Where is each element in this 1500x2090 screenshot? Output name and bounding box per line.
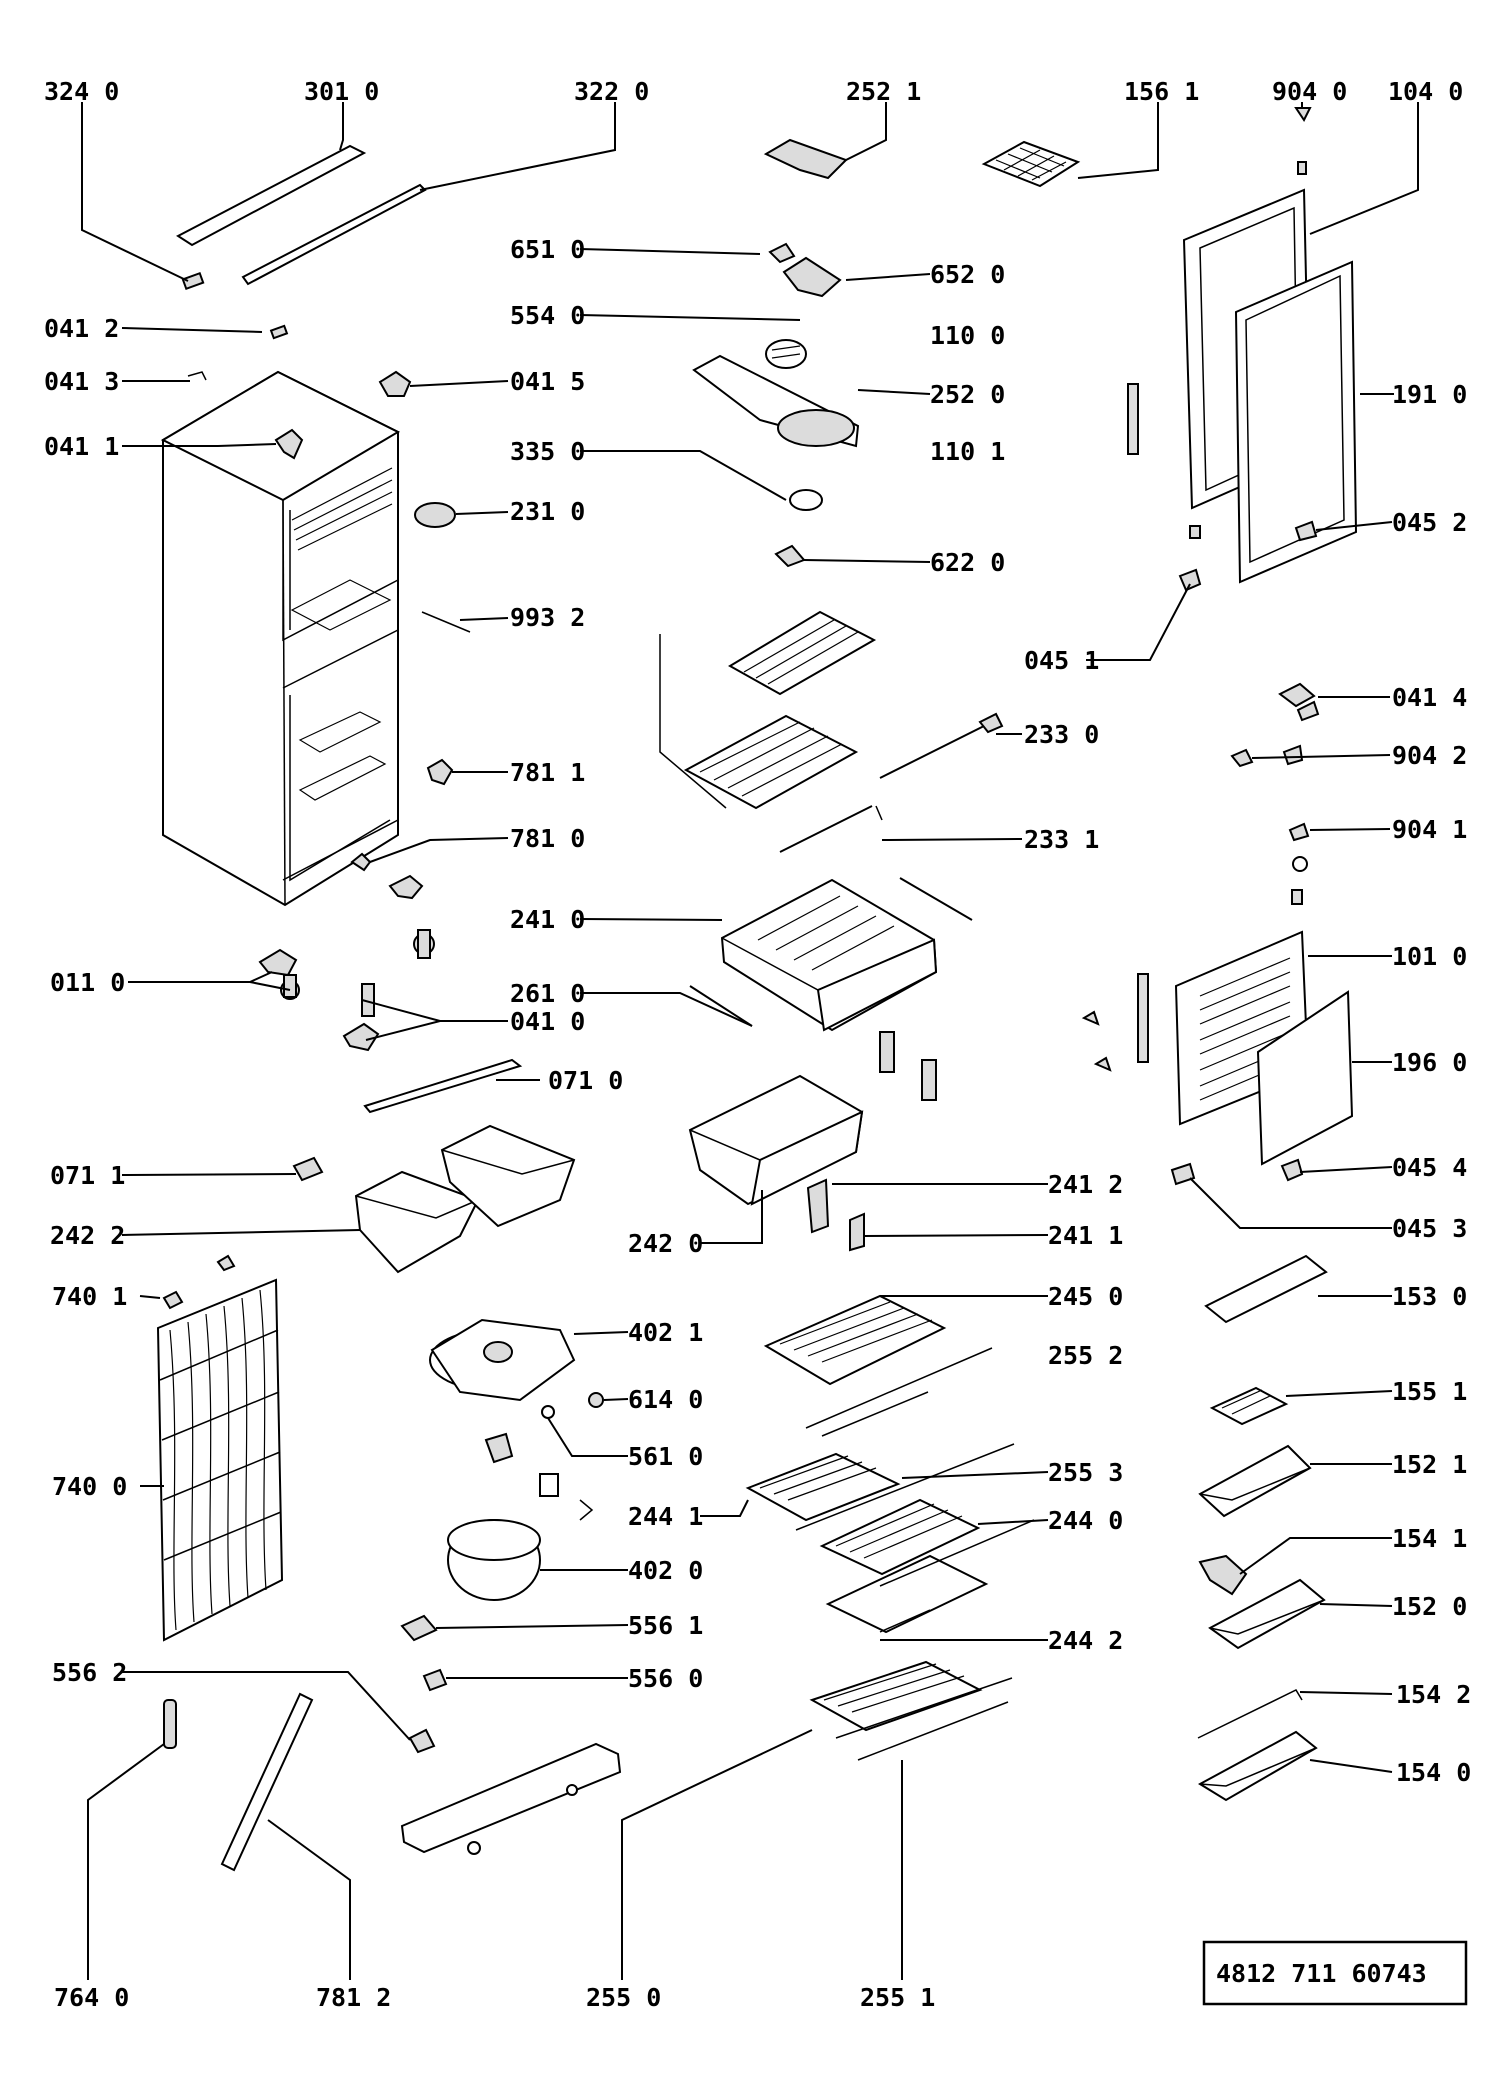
crisper-drawers xyxy=(292,1124,576,1274)
label-3240: 324 0 xyxy=(44,77,119,106)
label-1551: 155 1 xyxy=(1392,1377,1467,1406)
fridge-door xyxy=(1081,700,1354,1186)
cabinet-body xyxy=(160,370,401,907)
label-5540: 554 0 xyxy=(510,301,585,330)
label-1530: 153 0 xyxy=(1392,1282,1467,1311)
label-9042: 904 2 xyxy=(1392,741,1467,770)
fan-compressor-parts xyxy=(400,1318,622,1855)
label-0710: 071 0 xyxy=(548,1066,623,1095)
label-1561: 156 1 xyxy=(1124,77,1199,106)
label-9040: 904 0 xyxy=(1272,77,1347,106)
label-0110: 011 0 xyxy=(50,968,125,997)
label-7401: 740 1 xyxy=(52,1282,127,1311)
label-2331: 233 1 xyxy=(1024,825,1099,854)
evaporator-parts xyxy=(692,138,860,568)
label-2441: 244 1 xyxy=(628,1502,703,1531)
label-0451: 045 1 xyxy=(1024,646,1099,675)
label-5561: 556 1 xyxy=(628,1611,703,1640)
label-1541: 154 1 xyxy=(1392,1524,1467,1553)
lower-bracket-parts xyxy=(258,948,523,1114)
fridge-drawer xyxy=(688,985,937,1252)
label-1542: 154 2 xyxy=(1396,1680,1471,1709)
label-0410: 041 0 xyxy=(510,1007,585,1036)
label-3010: 301 0 xyxy=(304,77,379,106)
document-number: 4812 711 60743 xyxy=(1216,1959,1427,1988)
small-clip-part xyxy=(181,271,289,381)
ice-tray xyxy=(981,140,1081,188)
label-4021: 402 1 xyxy=(628,1318,703,1347)
label-3220: 322 0 xyxy=(574,77,649,106)
label-2520: 252 0 xyxy=(930,380,1005,409)
label-2420: 242 0 xyxy=(628,1229,703,1258)
label-6140: 614 0 xyxy=(628,1385,703,1414)
label-1540: 154 0 xyxy=(1396,1758,1471,1787)
label-1100: 110 0 xyxy=(930,321,1005,350)
label-2411: 241 1 xyxy=(1048,1221,1123,1250)
label-5562: 556 2 xyxy=(52,1658,127,1687)
label-0454: 045 4 xyxy=(1392,1153,1467,1182)
label-0411: 041 1 xyxy=(44,432,119,461)
label-2410: 241 0 xyxy=(510,905,585,934)
label-1010: 101 0 xyxy=(1392,942,1467,971)
label-0413: 041 3 xyxy=(44,367,119,396)
label-6520: 652 0 xyxy=(930,260,1005,289)
label-5610: 561 0 xyxy=(628,1442,703,1471)
label-2330: 233 0 xyxy=(1024,720,1099,749)
label-2521: 252 1 xyxy=(846,77,921,106)
label-2450: 245 0 xyxy=(1048,1282,1123,1311)
label-1960: 196 0 xyxy=(1392,1048,1467,1077)
label-3350: 335 0 xyxy=(510,437,585,466)
label-2551: 255 1 xyxy=(860,1983,935,2012)
glass-shelves xyxy=(745,1294,1035,1761)
label-2442: 244 2 xyxy=(1048,1626,1123,1655)
label-2422: 242 2 xyxy=(50,1221,125,1250)
label-1520: 152 0 xyxy=(1392,1592,1467,1621)
drier-and-strip xyxy=(163,1692,314,1872)
label-7812: 781 2 xyxy=(316,1983,391,2012)
leader-lines xyxy=(81,102,1419,1980)
label-2610: 261 0 xyxy=(510,979,585,1008)
label-2553: 255 3 xyxy=(1048,1458,1123,1487)
label-1040: 104 0 xyxy=(1388,77,1463,106)
label-1521: 152 1 xyxy=(1392,1450,1467,1479)
label-7811: 781 1 xyxy=(510,758,585,787)
freezer-door xyxy=(1127,107,1358,592)
label-2550: 255 0 xyxy=(586,1983,661,2012)
label-2552: 255 2 xyxy=(1048,1341,1123,1370)
label-2310: 231 0 xyxy=(510,497,585,526)
label-0412: 041 2 xyxy=(44,314,119,343)
label-0711: 071 1 xyxy=(50,1161,125,1190)
label-0415: 041 5 xyxy=(510,367,585,396)
condenser-coil xyxy=(156,1254,284,1642)
label-6220: 622 0 xyxy=(930,548,1005,577)
label-2412: 241 2 xyxy=(1048,1170,1123,1199)
label-1910: 191 0 xyxy=(1392,380,1467,409)
label-7640: 764 0 xyxy=(54,1983,129,2012)
label-2440: 244 0 xyxy=(1048,1506,1123,1535)
document-number-box: 4812 711 60743 xyxy=(1202,1940,1468,2006)
freezer-shelves xyxy=(659,610,1004,853)
label-0452: 045 2 xyxy=(1392,508,1467,537)
label-0453: 045 3 xyxy=(1392,1214,1467,1243)
door-bins xyxy=(1197,1254,1328,1802)
label-9932: 993 2 xyxy=(510,603,585,632)
label-4020: 402 0 xyxy=(628,1556,703,1585)
label-5560: 556 0 xyxy=(628,1664,703,1693)
label-6510: 651 0 xyxy=(510,235,585,264)
label-7400: 740 0 xyxy=(52,1472,127,1501)
top-trim-strip xyxy=(176,144,427,286)
label-7810: 781 0 xyxy=(510,824,585,853)
misc-small-parts xyxy=(1230,682,1316,842)
part-number-labels: 324 0 301 0 322 0 252 1 156 1 904 0 104 … xyxy=(44,77,1471,2012)
label-1101: 110 1 xyxy=(930,437,1005,466)
freezer-drawer xyxy=(720,877,973,1032)
label-9041: 904 1 xyxy=(1392,815,1467,844)
hinge-parts xyxy=(274,370,471,959)
label-0414: 041 4 xyxy=(1392,683,1467,712)
